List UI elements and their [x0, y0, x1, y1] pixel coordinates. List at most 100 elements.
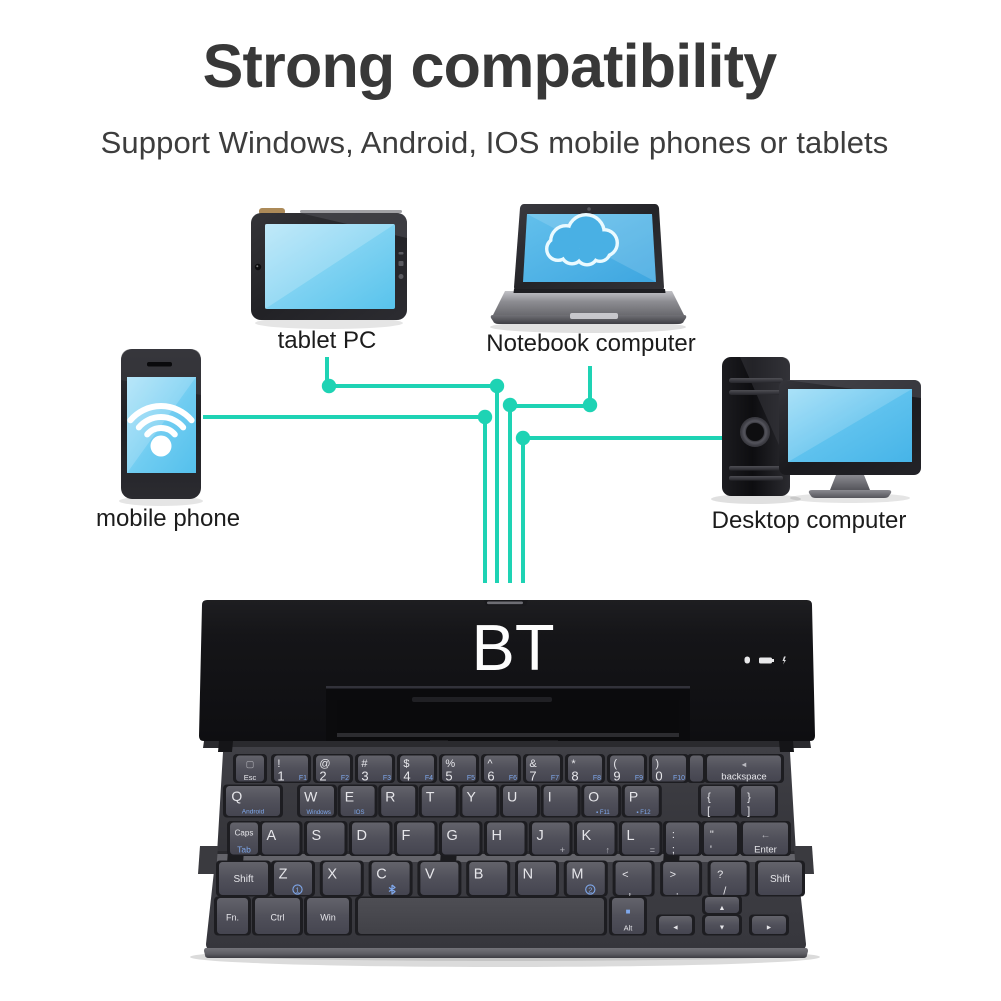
svg-text:.: .: [676, 885, 679, 897]
svg-text:F1: F1: [299, 775, 307, 782]
svg-text:▪ F11: ▪ F11: [596, 810, 610, 816]
svg-text::: :: [672, 829, 675, 841]
svg-text:C: C: [376, 867, 386, 883]
svg-text:Esc: Esc: [244, 773, 257, 782]
svg-text:(: (: [613, 758, 617, 770]
svg-text:F: F: [402, 828, 411, 844]
svg-text:$: $: [403, 758, 409, 770]
svg-text:X: X: [327, 867, 337, 883]
svg-text:): ): [655, 758, 659, 770]
svg-text:G: G: [447, 828, 458, 844]
svg-text:]: ]: [747, 806, 750, 818]
svg-text:Tab: Tab: [237, 844, 251, 854]
svg-text:Q: Q: [231, 788, 242, 804]
svg-text:L: L: [627, 828, 635, 844]
svg-text:4: 4: [403, 769, 410, 784]
svg-text:@: @: [319, 758, 330, 770]
svg-text:[: [: [707, 806, 710, 818]
svg-text:▪ F12: ▪ F12: [636, 810, 651, 816]
svg-text:^: ^: [487, 758, 493, 770]
svg-text:5: 5: [445, 769, 452, 784]
svg-text:>: >: [670, 869, 676, 881]
svg-text:2: 2: [319, 769, 326, 784]
svg-text:◄: ◄: [672, 925, 679, 932]
svg-text:F2: F2: [341, 775, 349, 782]
svg-text:;: ;: [672, 844, 675, 856]
svg-text:6: 6: [487, 769, 494, 784]
svg-text:↑: ↑: [606, 845, 611, 855]
svg-text:Z: Z: [279, 867, 288, 883]
svg-text:': ': [710, 844, 712, 856]
svg-text:1: 1: [277, 769, 284, 784]
svg-text:F4: F4: [425, 775, 433, 782]
svg-text:?: ?: [717, 869, 723, 881]
svg-text:▢: ▢: [246, 759, 255, 769]
svg-text:▲: ▲: [719, 905, 726, 912]
svg-text:W: W: [304, 789, 318, 805]
svg-text:K: K: [582, 828, 592, 844]
svg-text:◄: ◄: [740, 760, 747, 769]
svg-text:Win: Win: [320, 912, 336, 922]
svg-text:Shift: Shift: [233, 874, 253, 885]
svg-text:2: 2: [588, 886, 592, 895]
svg-text:backspace: backspace: [721, 772, 766, 783]
svg-text:+: +: [560, 845, 565, 855]
svg-text:O: O: [588, 789, 599, 805]
svg-text:←: ←: [761, 830, 771, 841]
svg-text:E: E: [345, 789, 354, 805]
svg-text:{: {: [707, 791, 711, 803]
svg-text:*: *: [571, 758, 576, 770]
svg-text:U: U: [507, 789, 517, 805]
svg-text:7: 7: [529, 769, 536, 784]
svg-text:►: ►: [766, 925, 773, 932]
svg-text:}: }: [747, 791, 751, 803]
svg-text:3: 3: [361, 769, 368, 784]
svg-text:Enter: Enter: [754, 844, 777, 855]
svg-text:Android: Android: [242, 809, 265, 816]
svg-text:D: D: [357, 828, 367, 844]
svg-text:F3: F3: [383, 775, 391, 782]
svg-text:■: ■: [626, 907, 631, 916]
svg-text:P: P: [629, 789, 638, 805]
svg-text:Ctrl: Ctrl: [271, 912, 285, 922]
svg-text:F6: F6: [509, 775, 517, 782]
svg-text:F5: F5: [467, 775, 475, 782]
svg-text:,: ,: [628, 885, 631, 897]
svg-text:BT: BT: [471, 611, 554, 684]
svg-text:/: /: [723, 885, 727, 897]
svg-text:Shift: Shift: [770, 874, 790, 885]
svg-text:I: I: [548, 789, 552, 805]
svg-text:Fn.: Fn.: [226, 912, 239, 922]
svg-text:F7: F7: [551, 775, 559, 782]
svg-text:M: M: [571, 867, 583, 883]
svg-text:9: 9: [613, 769, 620, 784]
svg-text:T: T: [426, 789, 435, 805]
svg-text:Y: Y: [467, 789, 477, 805]
svg-text:8: 8: [571, 769, 578, 784]
svg-text:<: <: [622, 869, 628, 881]
svg-text:!: !: [277, 758, 280, 770]
svg-text:0: 0: [655, 769, 662, 784]
svg-text:=: =: [650, 845, 655, 855]
svg-text:F9: F9: [635, 775, 643, 782]
svg-text:#: #: [361, 758, 368, 770]
svg-text:F8: F8: [593, 775, 601, 782]
svg-text:Windows: Windows: [307, 810, 331, 816]
svg-text:1: 1: [295, 886, 299, 895]
svg-text:H: H: [492, 828, 502, 844]
svg-text:B: B: [474, 867, 484, 883]
svg-text:J: J: [537, 828, 544, 844]
svg-text:F10: F10: [673, 775, 685, 782]
svg-text:V: V: [425, 867, 435, 883]
svg-text:A: A: [267, 828, 277, 844]
svg-text:Caps: Caps: [235, 828, 254, 837]
svg-text:S: S: [312, 828, 322, 844]
svg-text:R: R: [385, 789, 395, 805]
svg-text:&: &: [529, 758, 537, 770]
svg-text:%: %: [445, 758, 455, 770]
svg-text:▼: ▼: [719, 925, 726, 932]
svg-text:IOS: IOS: [354, 810, 364, 816]
svg-text:": ": [710, 829, 714, 841]
svg-text:Alt: Alt: [624, 923, 634, 932]
svg-text:N: N: [523, 867, 533, 883]
